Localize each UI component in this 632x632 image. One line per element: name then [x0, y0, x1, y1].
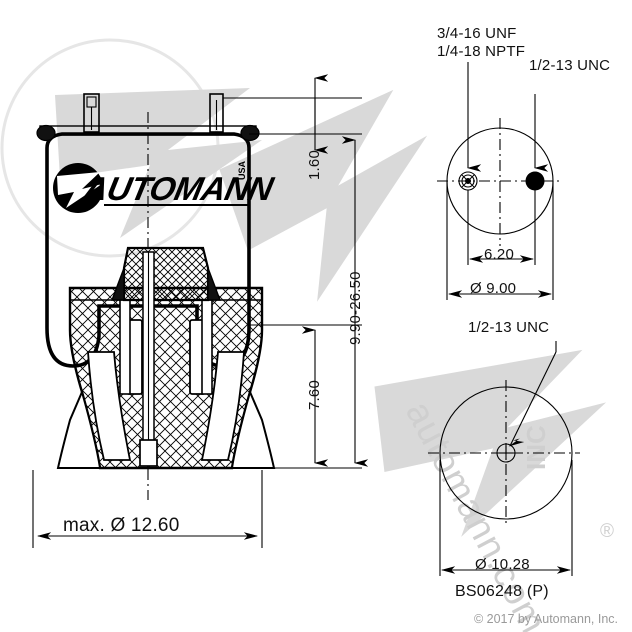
piston-flange-right	[230, 388, 276, 469]
automann-zigzag-watermark-center	[219, 89, 428, 302]
dim-label-1-60: 1.60	[306, 150, 323, 180]
bead-plate-stud-left	[83, 93, 100, 133]
dim-label-7-60: 7.60	[306, 380, 323, 410]
jounce-bumper	[122, 246, 210, 302]
piston-bore-wall-left	[119, 299, 131, 395]
piston-center-stud	[496, 443, 516, 463]
bead-ring-left	[36, 124, 56, 142]
automann-usa-watermark: INC	[521, 425, 551, 470]
dim-label-9-00: Ø 9.00	[470, 280, 517, 297]
svg-text:INC: INC	[521, 425, 551, 470]
bead-plate-stud-right	[209, 93, 224, 133]
dim-label-stroke-range: 9.90-26.50	[347, 271, 364, 345]
automann-zigzag-watermark-right	[374, 349, 607, 537]
part-number-label: BS06248 (P)	[455, 583, 549, 600]
bead-ring-right	[240, 124, 260, 142]
piston-void-right	[200, 351, 245, 461]
callout-air-port-pipe-thread: 1/4-18 NPTF	[437, 43, 526, 60]
piston-void-left	[87, 351, 132, 461]
piston-bore-wall-right	[201, 299, 213, 395]
bellows-top-edge	[45, 132, 251, 149]
center-bolt-head	[139, 439, 158, 467]
jounce-bumper-right-wing	[207, 267, 222, 301]
callout-air-port-thread: 3/4-16 UNF	[437, 25, 517, 42]
copyright-notice: © 2017 by Automann, Inc.	[473, 612, 618, 626]
registered-mark-watermark: ®	[600, 521, 614, 542]
dim-label-10-28: Ø 10.28	[475, 556, 530, 573]
dim-label-6-20: 6.20	[484, 246, 514, 263]
air-port-fitting	[458, 171, 478, 191]
bead-plate-stud-top-view	[525, 171, 545, 191]
callout-center-stud-thread: 1/2-13 UNC	[468, 319, 550, 336]
piston-flange-left	[56, 388, 102, 469]
jounce-bumper-left-wing	[110, 267, 125, 301]
callout-stud-thread: 1/2-13 UNC	[529, 57, 611, 74]
dim-label-max-diameter: max. Ø 12.60	[63, 515, 180, 536]
leader-center-stud	[508, 351, 557, 447]
